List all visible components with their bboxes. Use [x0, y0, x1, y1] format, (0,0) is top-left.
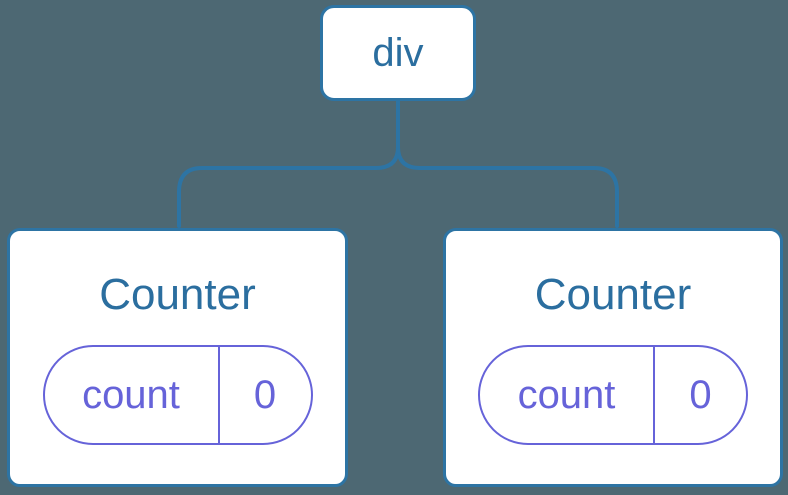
- state-key-label: count: [45, 347, 220, 444]
- component-title: Counter: [534, 270, 692, 319]
- component-title: Counter: [99, 270, 256, 319]
- root-node-div: div: [320, 5, 476, 101]
- counter-card-left: Counter count 0: [7, 228, 348, 487]
- connector-right-branch: [396, 99, 619, 228]
- state-value: 0: [253, 372, 277, 417]
- counter-card-right: Counter count 0: [443, 228, 783, 487]
- state-pill: count 0: [42, 345, 313, 446]
- connector-left-branch: [177, 99, 400, 228]
- state-key-label: count: [480, 347, 655, 444]
- root-node-label: div: [372, 30, 424, 75]
- state-pill: count 0: [478, 345, 748, 446]
- state-value: 0: [689, 372, 712, 417]
